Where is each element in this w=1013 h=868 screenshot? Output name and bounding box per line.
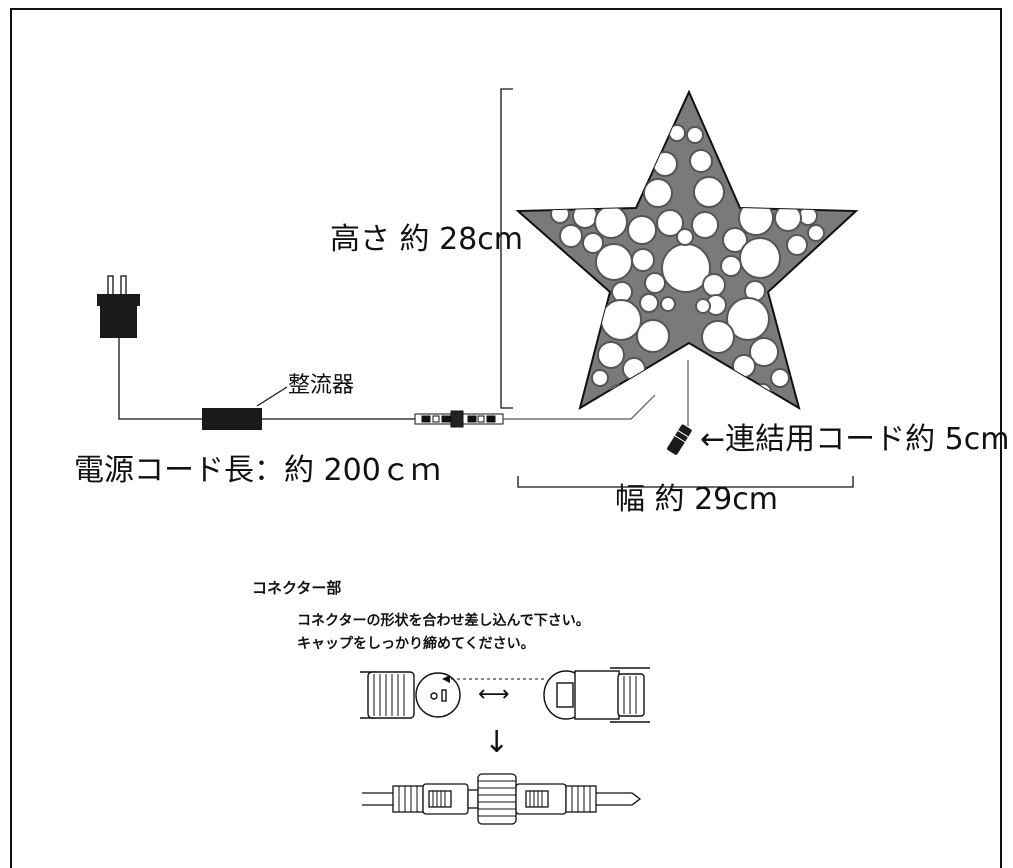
cord-connector-icon	[667, 424, 692, 455]
star-lamp-icon	[515, 89, 859, 411]
connector-male-icon	[360, 671, 461, 719]
power-cord-line	[118, 338, 203, 420]
rectifier-box-icon	[202, 408, 262, 430]
connector-assembled-icon	[362, 773, 642, 825]
link-cord-label: ←連結用コード約 5cm	[700, 422, 1010, 457]
width-dimension-bracket	[517, 476, 854, 488]
insert-dashed-arrow	[442, 675, 545, 683]
inline-connector-icon	[414, 410, 504, 428]
connector-section-title: コネクター部	[252, 579, 342, 597]
rectifier-leader-line	[256, 386, 288, 407]
connect-double-arrow: ⟷	[478, 682, 510, 707]
diagram-frame	[10, 8, 1002, 868]
down-arrow: ↓	[484, 725, 510, 760]
height-dimension-bracket	[500, 88, 513, 409]
width-label: 幅 約 29cm	[615, 482, 778, 517]
height-label: 高さ 約 28cm	[330, 222, 523, 257]
rectifier-label: 整流器	[288, 373, 355, 398]
star-cord-line	[503, 394, 656, 420]
connector-female-icon	[543, 667, 650, 723]
connector-instruction-1: コネクターの形状を合わせ差し込んで下さい。	[297, 613, 590, 629]
connector-instruction-2: キャップをしっかり締めてください。	[297, 636, 535, 652]
power-plug-icon	[97, 275, 140, 338]
power-cord-label: 電源コード長：約 200ｃｍ	[74, 453, 441, 488]
